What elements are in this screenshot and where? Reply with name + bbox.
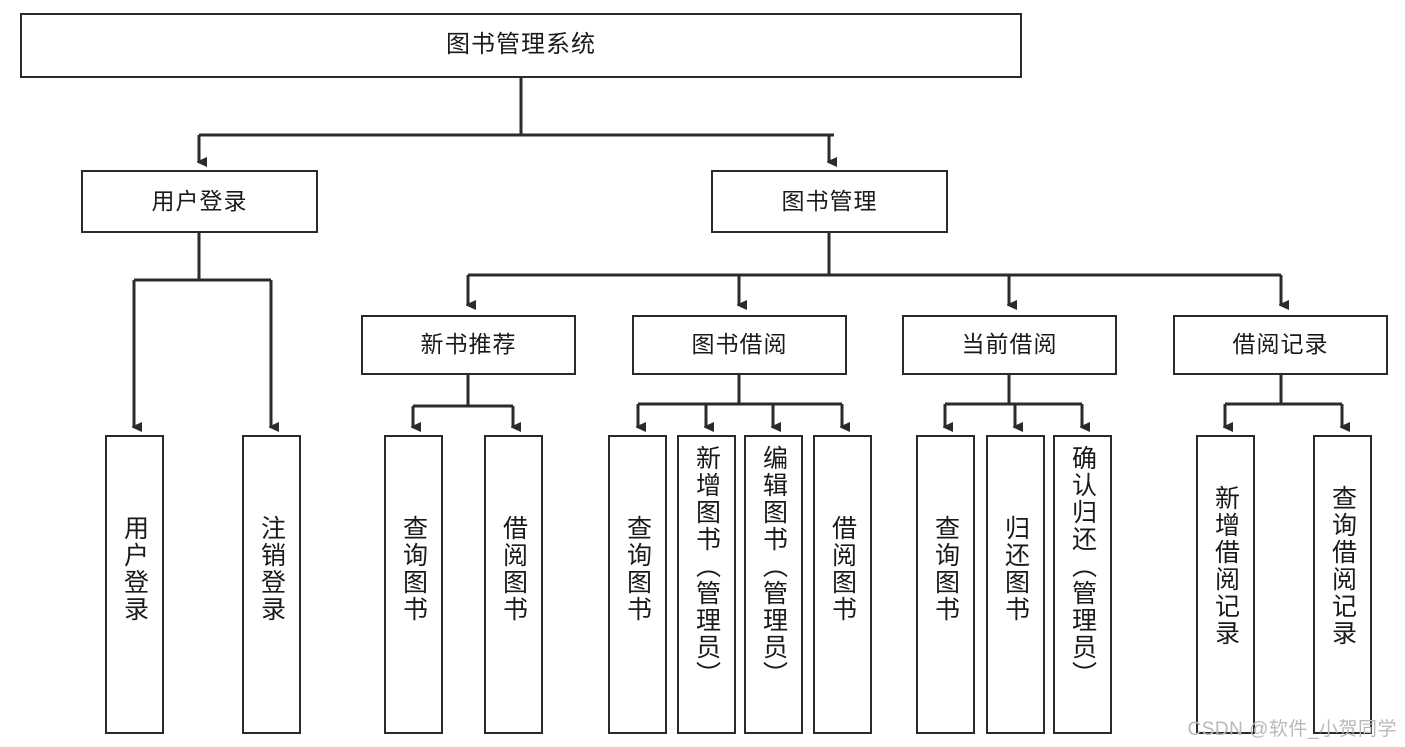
- node-book-borrow[interactable]: 图书借阅: [632, 315, 847, 375]
- node-label: 确认归还（管理员）: [1068, 445, 1097, 688]
- node-label: 注销登录: [257, 515, 286, 623]
- node-label: 借阅记录: [1232, 331, 1329, 358]
- node-leaf-query-borrow-record[interactable]: 查询借阅记录: [1313, 435, 1372, 734]
- node-leaf-query-book-3[interactable]: 查询图书: [916, 435, 975, 734]
- node-book-management[interactable]: 图书管理: [711, 170, 948, 233]
- node-label: 当前借阅: [961, 331, 1058, 358]
- node-label: 查询图书: [399, 515, 428, 623]
- node-label: 查询图书: [623, 515, 652, 623]
- node-label: 借阅图书: [499, 515, 528, 623]
- node-leaf-query-book-2[interactable]: 查询图书: [608, 435, 667, 734]
- node-book-management-system[interactable]: 图书管理系统: [20, 13, 1022, 78]
- node-label: 新增借阅记录: [1211, 485, 1240, 647]
- node-label: 图书借阅: [691, 331, 788, 358]
- node-label: 编辑图书（管理员）: [759, 445, 788, 688]
- node-user-login[interactable]: 用户登录: [81, 170, 318, 233]
- node-borrow-record[interactable]: 借阅记录: [1173, 315, 1388, 375]
- node-label: 用户登录: [120, 515, 149, 623]
- node-leaf-user-login[interactable]: 用户登录: [105, 435, 164, 734]
- watermark: CSDN @软件_小贺同学: [1187, 719, 1397, 740]
- node-leaf-confirm-return-admin[interactable]: 确认归还（管理员）: [1053, 435, 1112, 734]
- node-label: 新书推荐: [420, 331, 517, 358]
- node-leaf-return-book[interactable]: 归还图书: [986, 435, 1045, 734]
- node-new-book-recommend[interactable]: 新书推荐: [361, 315, 576, 375]
- node-label: 图书管理系统: [446, 31, 596, 59]
- node-label: 用户登录: [151, 187, 248, 214]
- node-leaf-logout-login[interactable]: 注销登录: [242, 435, 301, 734]
- node-leaf-add-book-admin[interactable]: 新增图书（管理员）: [677, 435, 736, 734]
- node-label: 查询借阅记录: [1328, 485, 1357, 647]
- node-leaf-add-borrow-record[interactable]: 新增借阅记录: [1196, 435, 1255, 734]
- node-label: 查询图书: [931, 515, 960, 623]
- node-current-borrow[interactable]: 当前借阅: [902, 315, 1117, 375]
- node-leaf-edit-book-admin[interactable]: 编辑图书（管理员）: [744, 435, 803, 734]
- node-label: 图书管理: [781, 187, 878, 214]
- node-label: 新增图书（管理员）: [692, 445, 721, 688]
- node-label: 借阅图书: [828, 515, 857, 623]
- node-label: 归还图书: [1001, 515, 1030, 623]
- node-leaf-borrow-book-1[interactable]: 借阅图书: [484, 435, 543, 734]
- node-leaf-query-book-1[interactable]: 查询图书: [384, 435, 443, 734]
- node-leaf-borrow-book-2[interactable]: 借阅图书: [813, 435, 872, 734]
